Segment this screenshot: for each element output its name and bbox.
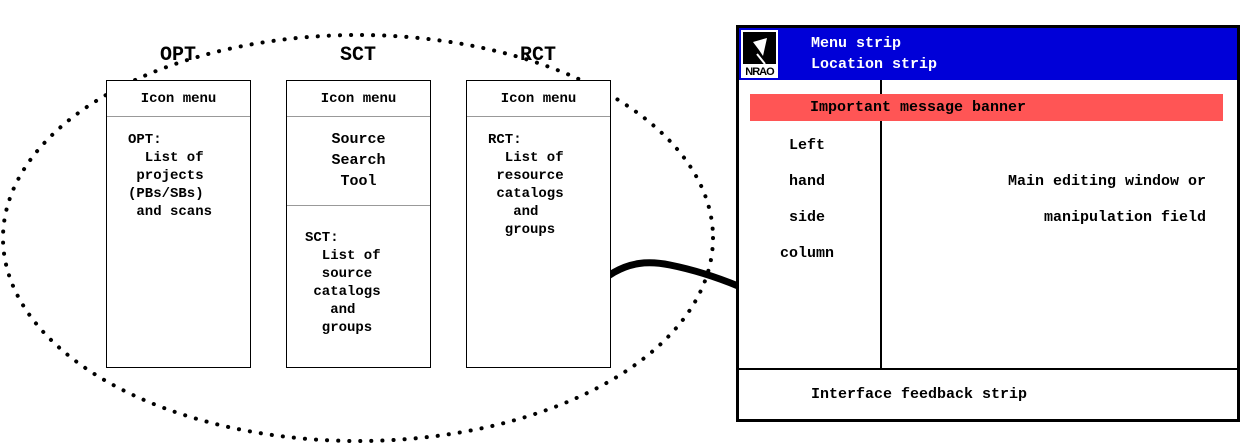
sct-middle-line: Source: [331, 131, 386, 148]
opt-icon-menu[interactable]: Icon menu: [107, 81, 250, 117]
opt-label: OPT:: [128, 132, 162, 148]
rct-icon-menu[interactable]: Icon menu: [467, 81, 610, 117]
sct-line: groups: [305, 320, 373, 336]
sct-line: and: [305, 302, 356, 318]
opt-line: and scans: [128, 204, 213, 220]
sct-middle-line: Tool: [340, 173, 377, 190]
sct-line: List of: [305, 248, 381, 264]
important-message-banner: Important message banner: [750, 94, 1223, 121]
nrao-logo: NRAO: [741, 30, 778, 78]
rct-line: resource: [488, 168, 564, 184]
header-strip: NRAO Menu strip Location strip: [739, 28, 1237, 80]
sct-title: SCT: [339, 44, 376, 67]
location-strip[interactable]: Location strip: [811, 56, 938, 73]
svg-text:NRAO: NRAO: [745, 66, 775, 78]
menu-strip[interactable]: Menu strip: [811, 35, 902, 52]
feedback-divider: [739, 368, 1237, 370]
main-line: manipulation field: [1043, 209, 1206, 226]
left-column-line: side: [788, 209, 825, 226]
sct-source-search-tool[interactable]: Source Search Tool: [287, 117, 430, 206]
rct-title: RCT: [519, 44, 556, 67]
interface-feedback-strip: Interface feedback strip: [811, 386, 1028, 403]
application-window: NRAO Menu strip Location strip Important…: [736, 25, 1240, 422]
left-column-line: hand: [788, 173, 825, 190]
column-divider: [880, 80, 882, 368]
main-editing-window[interactable]: Main editing window or manipulation fiel…: [884, 172, 1206, 228]
sct-line: source: [305, 266, 373, 282]
opt-line: (PBs/SBs): [128, 186, 204, 202]
tool-group-ellipse: [1, 33, 715, 443]
opt-panel: Icon menu OPT: List of projects (PBs/SBs…: [106, 80, 251, 368]
left-hand-column[interactable]: Left hand side column: [739, 136, 875, 280]
sct-line: catalogs: [305, 284, 381, 300]
opt-title: OPT: [159, 44, 196, 67]
opt-line: List of: [128, 150, 204, 166]
sct-icon-menu[interactable]: Icon menu: [287, 81, 430, 117]
rct-line: catalogs: [488, 186, 564, 202]
opt-line: projects: [128, 168, 204, 184]
left-column-line: column: [779, 245, 834, 262]
sct-middle-line: Search: [331, 152, 386, 169]
main-line: Main editing window or: [1007, 173, 1206, 190]
sct-label: SCT:: [305, 230, 339, 246]
rct-label: RCT:: [488, 132, 522, 148]
rct-line: groups: [488, 222, 556, 238]
rct-line: List of: [488, 150, 564, 166]
sct-panel: Icon menu Source Search Tool SCT: List o…: [286, 80, 431, 368]
left-column-line: Left: [788, 137, 825, 154]
rct-panel: Icon menu RCT: List of resource catalogs…: [466, 80, 611, 368]
rct-line: and: [488, 204, 539, 220]
